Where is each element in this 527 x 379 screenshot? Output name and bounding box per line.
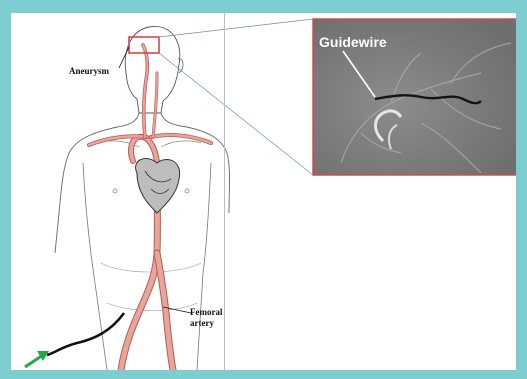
figure-panel: Aneurysm Femoral artery xyxy=(11,13,516,370)
angiography-inset xyxy=(11,13,516,370)
guidewire-label: Guidewire xyxy=(319,34,387,50)
